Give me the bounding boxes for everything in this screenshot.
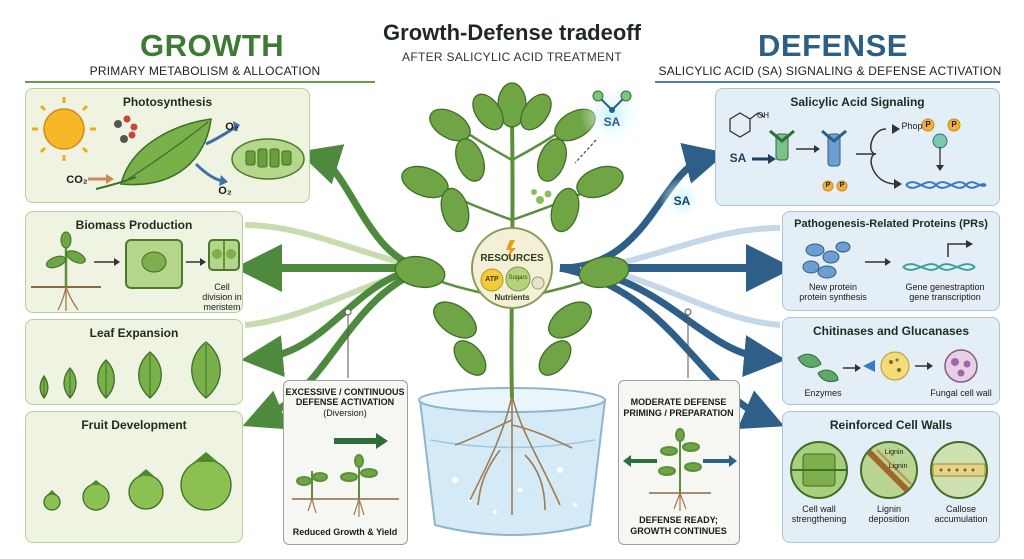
enzymes-label: Enzymes bbox=[793, 388, 853, 398]
fungal-cell-wall-label: Fungal cell wall bbox=[923, 388, 999, 398]
plant-cell-icon bbox=[126, 240, 182, 288]
atp-label: ATP bbox=[482, 276, 502, 283]
dividing-cell-icon bbox=[209, 240, 239, 270]
sa-signaling-illustration bbox=[716, 89, 1001, 207]
seedling-icon bbox=[31, 232, 101, 311]
chloroplast-icon bbox=[232, 139, 304, 179]
sa-signaling-panel: Salicylic Acid Signaling bbox=[715, 88, 1000, 206]
chitinases-panel: Chitinases and Glucanases Enzymes Fungal… bbox=[782, 317, 1000, 405]
resources-label: RESOURCES bbox=[472, 253, 552, 264]
moderate-defense-box: MODERATE DEFENSE PRIMING / PREPARATION D… bbox=[618, 380, 740, 545]
o2-bottom-label: O₂ bbox=[215, 186, 235, 196]
p-label-4: P bbox=[837, 181, 847, 191]
biomass-panel: Biomass Production Cell division in meri… bbox=[25, 211, 243, 313]
protein-cluster-icon bbox=[803, 242, 850, 278]
leaf-expansion-panel: Leaf Expansion bbox=[25, 319, 243, 405]
co2-molecule-icon bbox=[114, 116, 138, 144]
cell-wall-icon bbox=[791, 442, 847, 498]
callose-label-1: Callose bbox=[927, 504, 995, 514]
photosynthesis-illustration bbox=[26, 89, 311, 204]
prs-panel: Pathogenesis-Related Proteins (PRs) New … bbox=[782, 211, 1000, 311]
p-label-3: P bbox=[823, 181, 833, 191]
sa-receptor-label: SA bbox=[726, 153, 750, 163]
callose-icon bbox=[931, 442, 987, 498]
sa-signal-label: SA bbox=[668, 194, 696, 208]
new-protein-label-1: New protein bbox=[788, 282, 878, 292]
sugars-label: Sugars bbox=[506, 275, 530, 281]
lignin-label-1: Lignin bbox=[857, 504, 921, 514]
excessive-caption: Reduced Growth & Yield bbox=[284, 527, 406, 537]
gene-label-1: Gene genestraption bbox=[895, 282, 995, 292]
o2-top-label: O₂ bbox=[222, 122, 242, 132]
receptor-icon bbox=[770, 131, 794, 160]
phop-label: Phop bbox=[899, 121, 925, 131]
lignin-tag-1: Lignin bbox=[879, 448, 909, 458]
p-label-1: P bbox=[923, 120, 933, 130]
cell-walls-illustration bbox=[783, 412, 1001, 544]
cell-wall-label-1: Cell wall bbox=[785, 504, 853, 514]
leaf-icon bbox=[96, 119, 211, 189]
enzyme-icon bbox=[798, 354, 838, 381]
co2-label: CO₂ bbox=[62, 175, 92, 185]
lignin-label-2: deposition bbox=[857, 514, 921, 524]
oh-label: OH bbox=[753, 111, 773, 121]
moderate-caption-2: GROWTH CONTINUES bbox=[619, 526, 738, 536]
new-protein-label-2: protein synthesis bbox=[788, 292, 878, 302]
callose-label-2: accumulation bbox=[927, 514, 995, 524]
excessive-defense-box: EXCESSIVE / CONTINUOUS DEFENSE ACTIVATIO… bbox=[283, 380, 408, 545]
sun-icon bbox=[32, 97, 96, 161]
p-label-2: P bbox=[949, 120, 959, 130]
cell-wall-label-2: strengthening bbox=[785, 514, 853, 524]
photosynthesis-panel: Photosynthesis bbox=[25, 88, 310, 203]
pacman-enzyme-icon bbox=[863, 352, 909, 380]
nutrients-label: Nutrients bbox=[482, 293, 542, 302]
dna-helix-icon bbox=[906, 182, 986, 188]
sa-molecule-label: SA bbox=[600, 115, 624, 129]
cell-division-label: Cell division in meristem bbox=[198, 282, 246, 312]
fungal-cell-icon bbox=[945, 350, 977, 382]
gene-label-2: gene transcription bbox=[895, 292, 995, 302]
fruit-development-panel: Fruit Development bbox=[25, 411, 243, 543]
lignin-tag-2: Lignin bbox=[883, 462, 913, 472]
fruit-stages-illustration bbox=[26, 412, 244, 544]
moderate-caption-1: DEFENSE READY; bbox=[619, 515, 738, 525]
cell-walls-panel: Reinforced Cell Walls Cell wall strength… bbox=[782, 411, 1000, 543]
gene-dna-icon bbox=[903, 264, 975, 270]
reduced-growth-illustration bbox=[284, 381, 409, 546]
leaf-stages-illustration bbox=[26, 320, 244, 406]
